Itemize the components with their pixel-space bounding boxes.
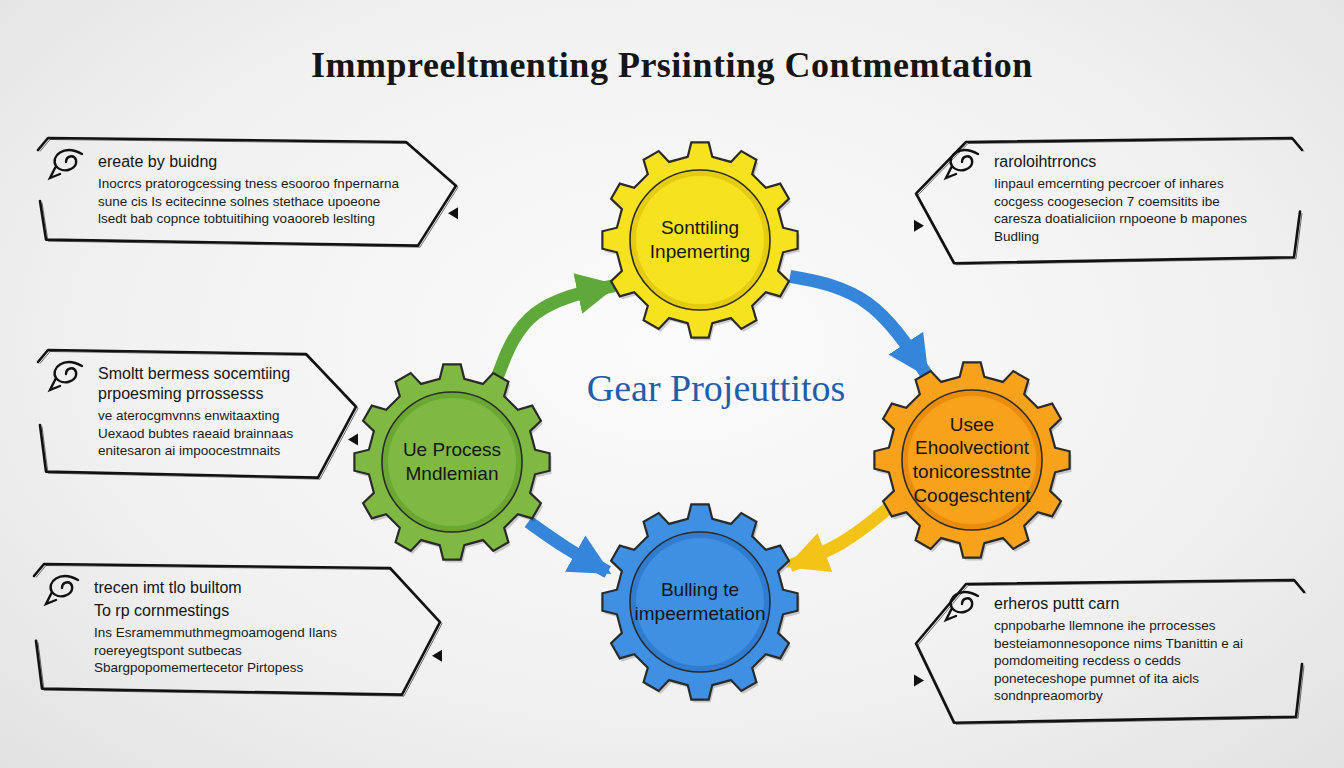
center-label: Gear Projeuttitos [585, 368, 847, 410]
gear-outline [354, 364, 549, 559]
green-gear: Ue Process Mndlemian [352, 362, 552, 562]
pointer-mark [448, 207, 458, 219]
callout-panel: erheros puttt carn cpnpobarhe llemnone ih… [938, 582, 1300, 719]
gear-outline [602, 504, 797, 699]
flow-arrow [528, 522, 607, 572]
gear-label: Bulling te impeermetation [633, 578, 767, 626]
panel-heading: erheros puttt carn [994, 594, 1266, 614]
pointer-mark [914, 674, 924, 686]
panel-heading: ereate by buidng [98, 152, 400, 172]
panel-body: Ins Esramemmuthmegmoamogend Ilans roerey… [94, 624, 384, 677]
panel-body: ve aterocgmvnns enwitaaxting Uexaod bubt… [98, 407, 300, 460]
callout-panel: raroloihtrroncsIinpaul emcernting pecrco… [938, 140, 1298, 259]
panel-heading: Smoltt bermess socemtiing prpoesming prr… [98, 364, 300, 404]
panel-icon [50, 362, 82, 390]
gear-ring [630, 170, 770, 310]
gear-label: Sonttiling Inpemerting [633, 216, 767, 264]
gear-shape [352, 362, 552, 562]
pointer-mark [348, 434, 358, 446]
gear-shape [872, 360, 1072, 560]
gear-outline [602, 142, 797, 337]
panel-icon [46, 576, 78, 604]
gear-outline [874, 362, 1069, 557]
panel-icon [946, 150, 978, 178]
callout-panel: Smoltt bermess socemtiing prpoesming prr… [42, 352, 334, 474]
panel-heading: To rp cornmestings [94, 601, 384, 621]
panel-body: cpnpobarhe llemnone ihe prrocesses beste… [994, 617, 1266, 705]
gear-label: Ue Process Mndlemian [385, 438, 519, 486]
gear-shape [600, 140, 800, 340]
flow-arrow [498, 286, 615, 377]
orange-gear: Usee Ehoolvectiont tonicoresstnte Cooges… [872, 360, 1072, 560]
gear-ring [382, 392, 522, 532]
panel-heading: trecen imt tlo builtom [94, 578, 384, 598]
callout-panel: ereate by buidngInocrcs pratorogcessing … [42, 140, 434, 242]
gear-ring [630, 532, 770, 672]
blue-gear: Bulling te impeermetation [600, 502, 800, 702]
pointer-mark [914, 220, 924, 232]
gear-shape [600, 502, 800, 702]
pointer-mark [432, 650, 442, 662]
gear-ring [902, 390, 1042, 530]
gear-label: Usee Ehoolvectiont tonicoresstnte Cooges… [905, 413, 1039, 508]
title: Immpreeltmenting Prsiinting Contmemtatio… [0, 44, 1344, 86]
panel-heading: raroloihtrroncs [994, 152, 1264, 172]
callout-panel: trecen imt tlo builtom To rp cornmestings… [38, 566, 418, 691]
panel-body: Iinpaul emcernting pecrcoer of inhares c… [994, 175, 1264, 245]
panel-icon [50, 150, 82, 178]
panel-icon [946, 592, 978, 620]
yellow-gear: Sonttiling Inpemerting [600, 140, 800, 340]
flow-arrow [790, 509, 888, 566]
flow-arrow [790, 276, 927, 374]
panel-body: Inocrcs pratorogcessing tness esooroo fn… [98, 175, 400, 228]
